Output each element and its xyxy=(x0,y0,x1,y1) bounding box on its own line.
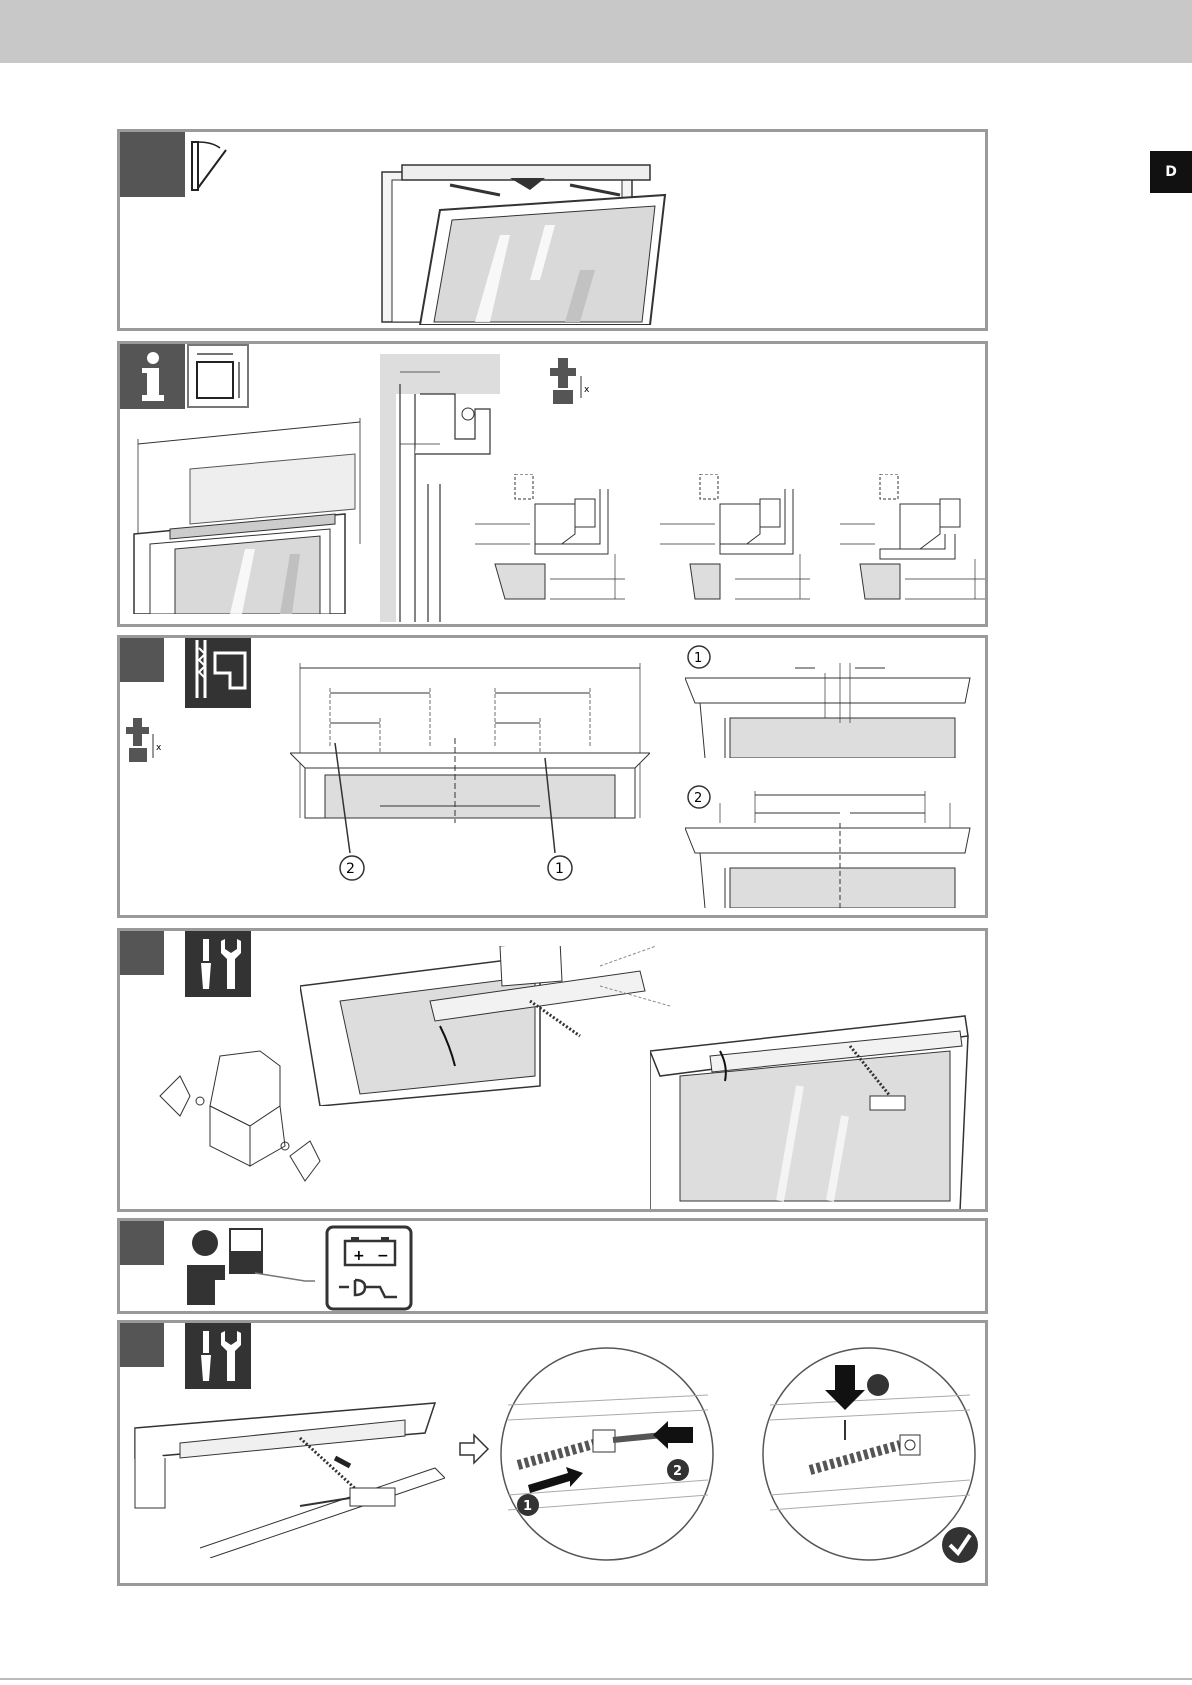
svg-text:x: x xyxy=(156,743,162,753)
arrow-right-icon xyxy=(458,1433,490,1465)
motor-mounting-drawing xyxy=(300,946,680,1106)
battery-plus-text: + xyxy=(353,1248,365,1264)
panel-dimensions-info: x xyxy=(117,341,988,627)
step-number-box xyxy=(120,1323,164,1367)
mounting-profile-b xyxy=(660,474,820,604)
chain-pin-insert-detail: 2 1 xyxy=(498,1345,716,1563)
detail-2-frame: 2 xyxy=(685,783,975,908)
battery-power-icon: + − xyxy=(325,1225,415,1313)
offset-x-icon: x xyxy=(125,718,170,768)
drill-icon xyxy=(185,638,251,708)
panel-tilt-window xyxy=(117,129,988,331)
battery-minus-text: − xyxy=(377,1248,389,1264)
step-number-box xyxy=(120,132,185,197)
mounting-profile-c xyxy=(840,474,988,604)
step-number-box xyxy=(120,1221,164,1265)
chain-sash-drawing xyxy=(125,1398,445,1558)
header-bar xyxy=(0,0,1192,63)
info-icon xyxy=(120,344,185,409)
panel-drilling-positions: x 2 1 1 2 xyxy=(117,635,988,918)
panel-power-supply: + − xyxy=(117,1218,988,1314)
motor-installed-drawing xyxy=(650,1006,980,1211)
svg-text:1: 1 xyxy=(694,651,702,666)
callout-1-text: 1 xyxy=(555,861,564,877)
detail-1-frame: 1 xyxy=(685,643,975,758)
callout-2-text: 2 xyxy=(346,861,355,877)
tilt-window-illustration xyxy=(380,150,720,325)
offset-x-icon: x xyxy=(548,358,598,408)
x-marker-text: x xyxy=(584,385,590,395)
tools-icon xyxy=(185,931,251,997)
window-frame-dimension-drawing xyxy=(130,414,365,614)
panel-mounting xyxy=(117,928,988,1212)
measure-size-icon xyxy=(187,344,249,408)
tilt-window-icon xyxy=(190,140,235,195)
panel-chain-connection: 2 1 xyxy=(117,1320,988,1586)
chain-pin-locked-detail xyxy=(760,1345,978,1563)
footer-rule xyxy=(0,1678,1192,1680)
svg-text:2: 2 xyxy=(673,1464,682,1479)
svg-text:1: 1 xyxy=(523,1499,532,1514)
tools-icon xyxy=(185,1323,251,1389)
mounting-profile-a xyxy=(475,474,635,604)
language-tab[interactable]: D xyxy=(1150,151,1192,193)
svg-text:2: 2 xyxy=(694,791,702,806)
step-number-box xyxy=(120,931,164,975)
step-number-box xyxy=(120,638,164,682)
frame-drill-layout: 2 1 xyxy=(290,658,650,898)
